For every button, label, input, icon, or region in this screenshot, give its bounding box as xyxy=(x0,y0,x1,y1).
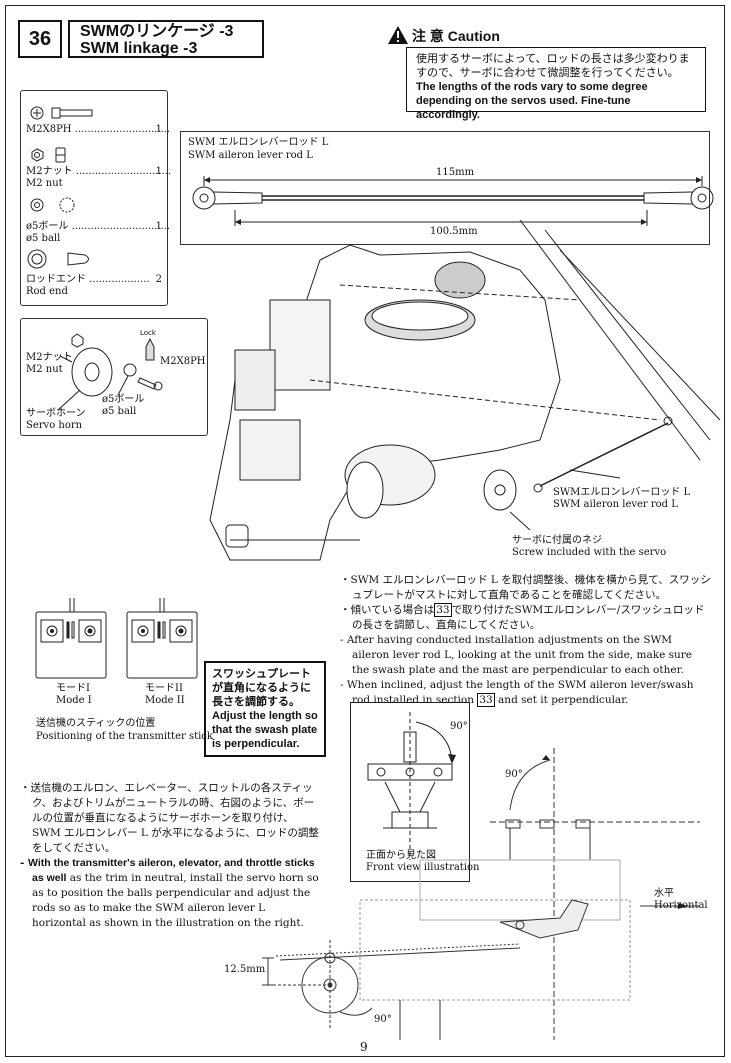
instruction-left-ja: ・送信機のエルロン、エレベーター、スロットルの各スティック、およびトリムがニュー… xyxy=(20,782,319,854)
step-number: 36 xyxy=(18,20,62,58)
part-qty: 2 xyxy=(155,274,162,285)
mode2-ja: モードII xyxy=(145,683,183,694)
step-title: SWMのリンケージ -3 SWM linkage -3 xyxy=(68,20,264,58)
front-view-figure xyxy=(350,702,470,882)
callout-screw: M2X8PH xyxy=(160,356,206,367)
instruction-left-en: - With the transmitter's aileron, elevat… xyxy=(20,857,319,929)
caution-text-ja: 使用するサーボによって、ロッドの長さは多少変わりますので、サーボに合わせて微調整… xyxy=(416,52,690,79)
front-view-caption-en: Front view illustration xyxy=(366,862,480,873)
part-item: ロッドエンド ...................2 Rod end xyxy=(26,274,162,297)
instructions-right: ・SWM エルロンレバーロッド L を取付調整後、機体を横から見て、スワッシュプ… xyxy=(340,573,712,708)
front-view-caption-ja: 正面から見た図 xyxy=(366,850,436,861)
callout-screw-en: Screw included with the servo xyxy=(512,547,667,558)
callout-horn-ja: サーボホーン xyxy=(26,408,86,419)
note-box: スワッシュプレートが直角になるように長さを調節する。 Adjust the le… xyxy=(204,661,326,757)
instruction-en-1: - After having conducted installation ad… xyxy=(340,634,693,676)
caution-heading: 注 意 Caution xyxy=(412,28,500,44)
page-number: 9 xyxy=(360,1040,368,1054)
part-item: M2ナット ..............................1 M2… xyxy=(26,166,172,189)
instruction-en-2: - When inclined, adjust the length of th… xyxy=(340,679,694,707)
instructions-left: ・送信機のエルロン、エレベーター、スロットルの各スティック、およびトリムがニュー… xyxy=(20,781,320,931)
side-view-angle-bottom: 90° xyxy=(374,1014,392,1025)
callout-rod-ja: SWMエルロンレバーロッド L xyxy=(553,487,691,498)
parts-list xyxy=(20,90,168,306)
step-title-ja: SWMのリンケージ -3 xyxy=(80,23,234,40)
horizontal-en: Horizontal xyxy=(654,900,708,911)
note-en: Adjust the length so that the swash plat… xyxy=(212,710,318,750)
callout-ball-en: ø5 ball xyxy=(102,406,137,417)
callout-lock: Lock xyxy=(140,329,156,337)
part-name-en: Rod end xyxy=(26,286,68,297)
side-view-angle-top: 90° xyxy=(505,769,523,780)
part-qty: 1 xyxy=(155,124,162,135)
part-name-ja: ø5ボール xyxy=(26,221,69,232)
transmitter-caption-ja: 送信機のスティックの位置 xyxy=(36,718,156,729)
dimension-12-5mm: 12.5mm xyxy=(224,964,266,975)
front-view-angle: 90° xyxy=(450,721,468,732)
instruction-ja-1: ・SWM エルロンレバーロッド L を取付調整後、機体を横から見て、スワッシュプ… xyxy=(340,574,711,601)
callout-ball-ja: ø5ボール xyxy=(102,394,145,405)
part-name-ja: M2X8PH xyxy=(26,124,72,135)
part-name-en: ø5 ball xyxy=(26,233,61,244)
rod-name-en: SWM aileron lever rod L xyxy=(188,150,313,161)
part-name-ja: M2ナット xyxy=(26,166,73,177)
callout-nut-ja: M2ナット xyxy=(26,352,73,363)
part-name-ja: ロッドエンド xyxy=(26,274,86,285)
callout-screw-ja: サーボに付属のネジ xyxy=(512,535,602,546)
page-frame xyxy=(5,5,725,1057)
mode2-en: Mode II xyxy=(145,695,185,706)
note-ja: スワッシュプレートが直角になるように長さを調節する。 xyxy=(212,668,311,708)
rod-figure xyxy=(180,131,710,245)
part-item: ø5ボール ...............................1 ø… xyxy=(26,221,171,244)
rod-name-ja: SWM エルロンレバーロッド L xyxy=(188,137,329,148)
servo-horn-figure xyxy=(20,318,208,436)
caution-box: 使用するサーボによって、ロッドの長さは多少変わりますので、サーボに合わせて微調整… xyxy=(406,47,706,121)
caution-text-en: The lengths of the rods vary to some deg… xyxy=(416,81,648,121)
part-name-en: M2 nut xyxy=(26,178,63,189)
mode1-ja: モードI xyxy=(56,683,90,694)
rod-length-inner: 100.5mm xyxy=(430,226,478,237)
transmitter-caption-en: Positioning of the transmitter stick xyxy=(36,731,213,742)
callout-rod-en: SWM aileron lever rod L xyxy=(553,499,678,510)
horizontal-ja: 水平 xyxy=(654,888,674,899)
mode1-en: Mode I xyxy=(56,695,92,706)
callout-horn-en: Servo horn xyxy=(26,420,83,431)
rod-length-outer: 115mm xyxy=(436,167,475,178)
part-qty: 1 xyxy=(155,166,162,177)
part-item: M2X8PH ..............................1 xyxy=(26,124,171,135)
callout-nut-en: M2 nut xyxy=(26,364,63,375)
part-qty: 1 xyxy=(155,221,162,232)
step-title-en: SWM linkage -3 xyxy=(80,40,198,57)
